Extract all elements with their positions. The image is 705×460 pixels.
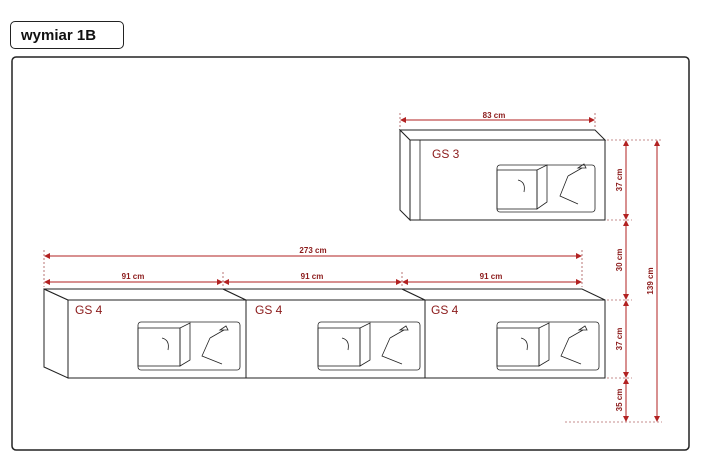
- cabinet-gs4-2: [222, 288, 426, 379]
- label-gs4-1: GS 4: [75, 303, 103, 317]
- cabinet-gs4-1: [43, 288, 247, 379]
- dim-top-height-label: 37 cm: [615, 169, 624, 192]
- cabinet-gs4-3: [401, 288, 606, 379]
- cabinet-gs3: [398, 128, 607, 222]
- dim-floor-label: 35 cm: [615, 389, 624, 412]
- dim-top-width-label: 83 cm: [483, 111, 506, 120]
- dim-total-height-label: 139 cm: [646, 267, 655, 294]
- dim-total-width-label: 273 cm: [299, 246, 326, 255]
- dim-verticals: [565, 139, 662, 423]
- dim-top-width: [399, 113, 596, 128]
- dim-gap-label: 30 cm: [615, 249, 624, 272]
- label-gs4-2: GS 4: [255, 303, 283, 317]
- dim-unit-width-label-1: 91 cm: [122, 272, 145, 281]
- page-title: wymiar 1B: [10, 21, 124, 49]
- label-gs3: GS 3: [432, 147, 460, 161]
- dim-unit-width-label-3: 91 cm: [480, 272, 503, 281]
- label-gs4-3: GS 4: [431, 303, 459, 317]
- dim-bottom-height-label: 37 cm: [615, 328, 624, 351]
- dim-unit-widths: [44, 272, 582, 287]
- drawing-frame: [11, 56, 690, 451]
- dim-unit-width-label-2: 91 cm: [301, 272, 324, 281]
- dim-total-width: [43, 250, 583, 287]
